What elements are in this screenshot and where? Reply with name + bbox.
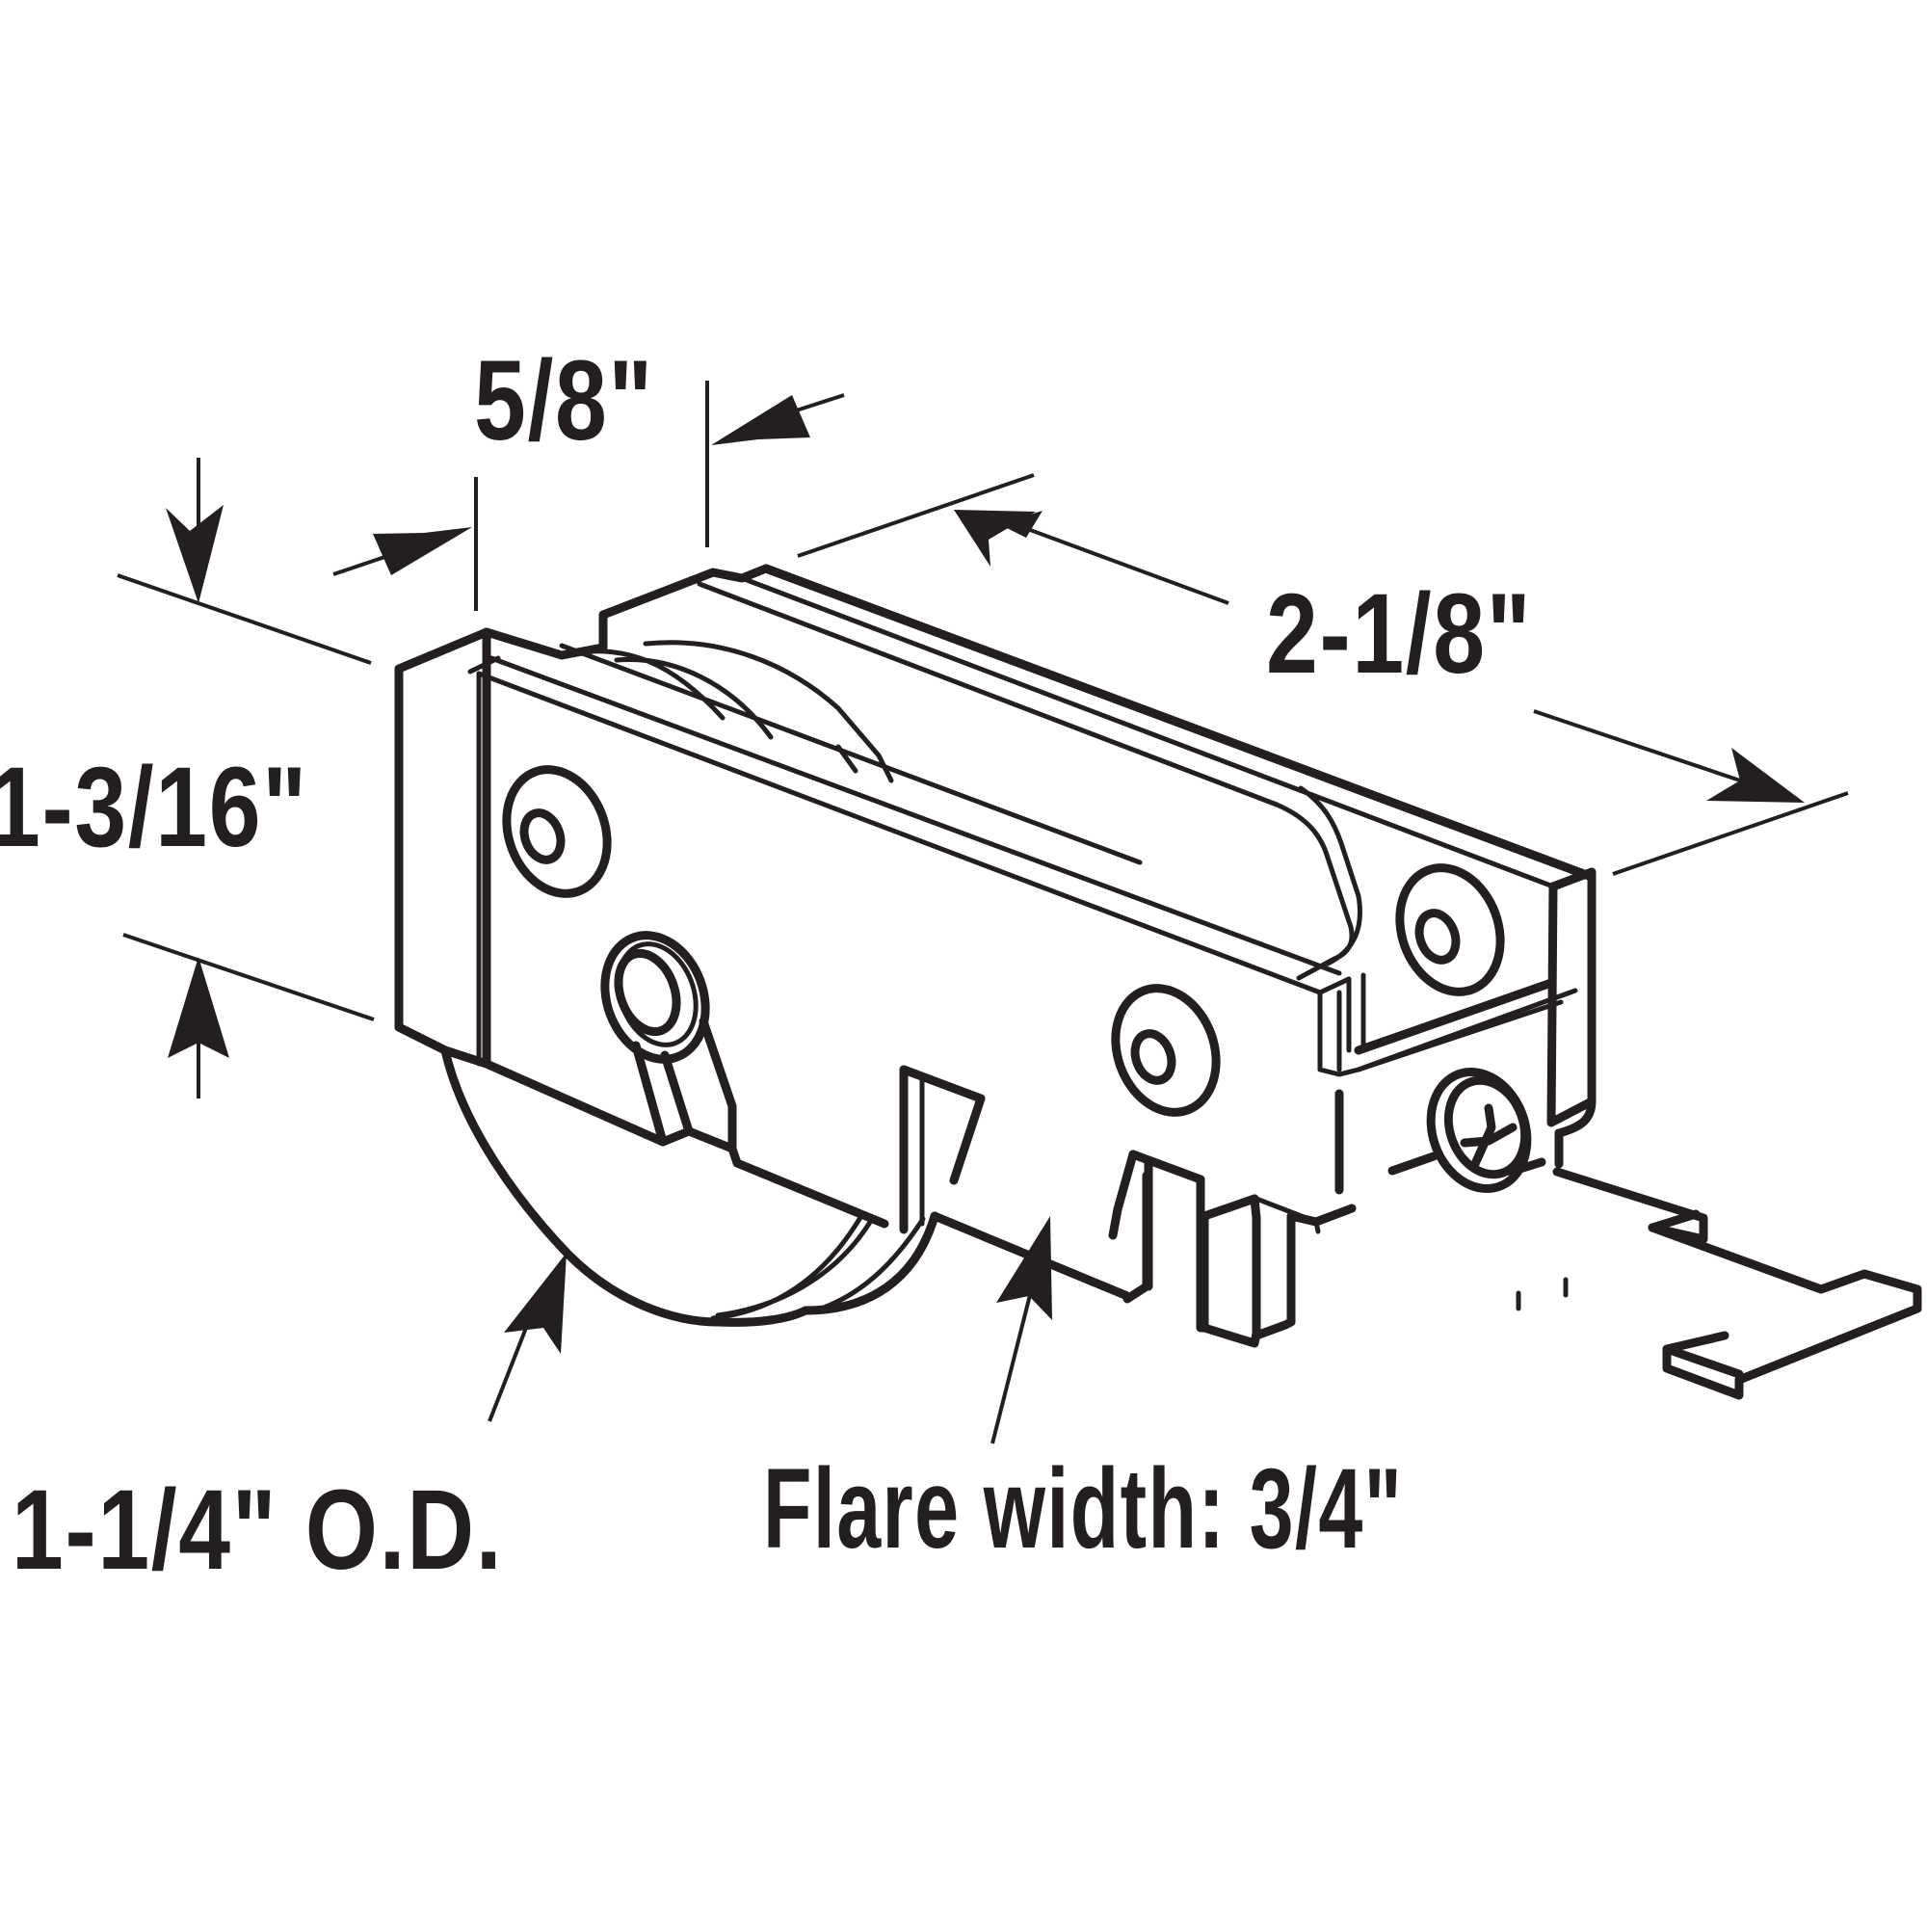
wheel-diameter-label: 1-1/4" O.D. <box>12 1467 504 1594</box>
adjustment-screw <box>1334 1067 1546 1195</box>
thickness-dimension <box>332 381 845 611</box>
length-dimension <box>797 473 1849 876</box>
od-leader <box>488 1253 567 1422</box>
flare-leader <box>990 1216 1052 1444</box>
housing <box>394 564 1922 1400</box>
wheel <box>440 640 939 1327</box>
length-dimension-label: 2-1/8" <box>1266 570 1533 698</box>
thickness-dimension-label: 5/8" <box>474 337 654 464</box>
rivet-holes <box>502 765 1505 1117</box>
flare-width-label: Flare width: 3/4" <box>763 1445 1404 1573</box>
height-dimension-label: 1-3/16" <box>0 744 308 871</box>
height-dimension <box>117 458 375 1098</box>
